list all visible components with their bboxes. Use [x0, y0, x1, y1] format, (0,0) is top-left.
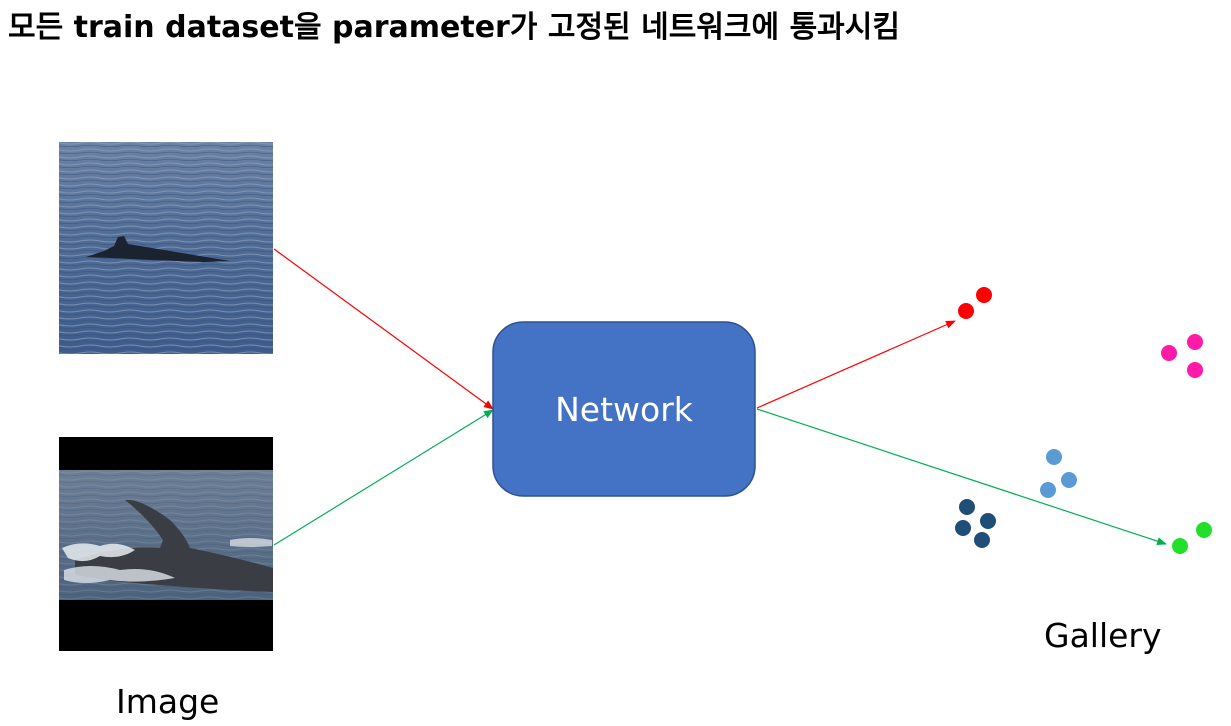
embedding-point: [1046, 449, 1062, 465]
embedding-point: [974, 532, 990, 548]
green-cluster: [1172, 522, 1212, 554]
embedding-point: [1172, 538, 1188, 554]
embedding-point: [959, 499, 975, 515]
embedding-point: [1187, 334, 1203, 350]
network-label: Network: [555, 390, 694, 429]
minke-whale-photo: [59, 142, 273, 354]
image-label: Image: [116, 682, 220, 721]
gallery-label: Gallery: [1044, 616, 1162, 655]
embedding-point: [955, 520, 971, 536]
embedding-point: [1061, 472, 1077, 488]
embedding-point: [958, 303, 974, 319]
embedding-point: [980, 513, 996, 529]
dark-blue-cluster: [955, 499, 996, 548]
light-blue-cluster: [1040, 449, 1077, 498]
green-input-arrow: [273, 409, 494, 546]
red-output-arrow: [756, 320, 956, 409]
network-box: [492, 321, 756, 497]
red-cluster: [958, 287, 992, 319]
embedding-point: [1161, 345, 1177, 361]
red-input-arrow: [273, 248, 494, 410]
embedding-point: [976, 287, 992, 303]
green-output-arrow: [756, 408, 1167, 545]
magenta-cluster: [1161, 334, 1203, 378]
embedding-point: [1040, 482, 1056, 498]
dolphin-photo: [59, 437, 273, 651]
embedding-point: [1187, 362, 1203, 378]
embedding-point: [1196, 522, 1212, 538]
page-title: 모든 train dataset을 parameter가 고정된 네트워크에 통…: [8, 10, 900, 45]
